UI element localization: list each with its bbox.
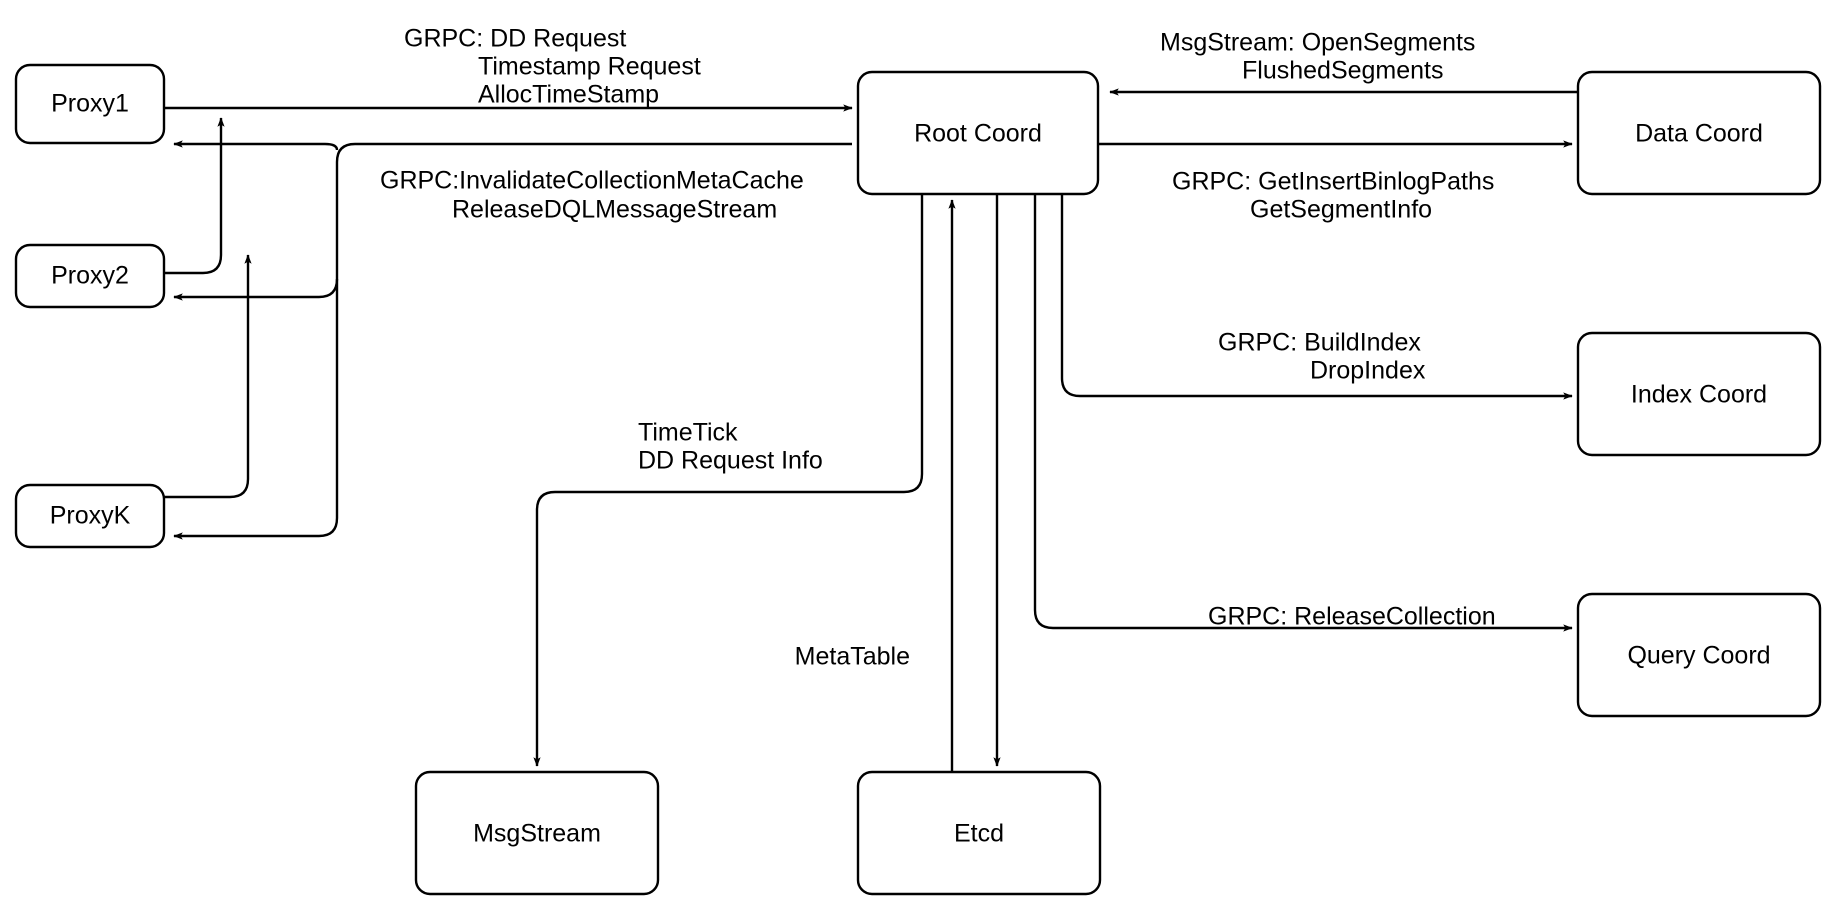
edge-label-line: GetSegmentInfo xyxy=(1250,196,1432,224)
edge-label-root-to-indexcoord: GRPC: BuildIndex DropIndex xyxy=(1218,329,1426,385)
proxyk-label: ProxyK xyxy=(50,502,131,530)
proxy2-box[interactable] xyxy=(14,243,166,309)
node-querycoord[interactable]: Query Coord xyxy=(1576,592,1822,718)
node-indexcoord[interactable]: Index Coord xyxy=(1576,331,1822,457)
datacoord-label: Data Coord xyxy=(1635,120,1763,148)
msgstream-label: MsgStream xyxy=(473,820,601,848)
proxy2-label: Proxy2 xyxy=(51,262,129,290)
node-proxy1[interactable]: Proxy1 xyxy=(14,63,166,145)
querycoord-label: Query Coord xyxy=(1627,642,1770,670)
node-layer: Proxy1 Proxy2 ProxyK Root Coord Data Coo… xyxy=(14,63,1822,896)
edge-rootcoord-to-msgstream xyxy=(533,194,924,767)
edge-label-line: GRPC: DD Request xyxy=(404,25,626,53)
msgstream-box[interactable] xyxy=(414,770,660,896)
node-datacoord[interactable]: Data Coord xyxy=(1576,70,1822,196)
edge-label-root-to-etcd: MetaTable xyxy=(795,643,910,671)
edge-label-line: Timestamp Request xyxy=(478,53,701,81)
node-rootcoord[interactable]: Root Coord xyxy=(856,70,1100,196)
edge-label-line: TimeTick xyxy=(638,419,738,447)
edge-label-line: AllocTimeStamp xyxy=(478,81,659,109)
proxyk-box[interactable] xyxy=(14,483,166,549)
edge-label-root-to-msgstream: TimeTick DD Request Info xyxy=(638,419,823,475)
etcd-box[interactable] xyxy=(856,770,1102,896)
edge-rootcoord-to-querycoord xyxy=(1033,194,1573,632)
querycoord-box[interactable] xyxy=(1576,592,1822,718)
proxy1-box[interactable] xyxy=(14,63,166,145)
edge-label-layer: GRPC: DD Request Timestamp Request Alloc… xyxy=(380,25,1496,671)
proxy1-label: Proxy1 xyxy=(51,90,129,118)
etcd-label: Etcd xyxy=(954,820,1004,848)
edge-label-line: DropIndex xyxy=(1310,357,1426,385)
edge-label-root-to-proxy: GRPC:InvalidateCollectionMetaCache Relea… xyxy=(380,167,804,224)
edge-label-line: GRPC: ReleaseCollection xyxy=(1208,603,1496,631)
indexcoord-label: Index Coord xyxy=(1631,381,1767,409)
edge-label-root-to-querycoord: GRPC: ReleaseCollection xyxy=(1208,603,1496,631)
indexcoord-box[interactable] xyxy=(1576,331,1822,457)
node-msgstream[interactable]: MsgStream xyxy=(414,770,660,896)
node-etcd[interactable]: Etcd xyxy=(856,770,1102,896)
edge-return-to-proxy1 xyxy=(173,140,339,151)
rootcoord-box[interactable] xyxy=(856,70,1100,196)
edge-label-line: ReleaseDQLMessageStream xyxy=(452,196,777,224)
edge-label-line: FlushedSegments xyxy=(1242,57,1444,85)
edge-label-line: MetaTable xyxy=(795,643,910,671)
edge-label-proxy-to-root: GRPC: DD Request Timestamp Request Alloc… xyxy=(404,25,701,109)
edge-label-root-to-datacoord: GRPC: GetInsertBinlogPaths GetSegmentInf… xyxy=(1172,168,1494,224)
edge-layer xyxy=(164,88,1578,772)
edge-label-line: DD Request Info xyxy=(638,447,823,475)
edge-proxy2-trunk xyxy=(164,117,225,275)
edge-label-line: MsgStream: OpenSegments xyxy=(1160,29,1475,57)
edge-rootcoord-return-bus xyxy=(200,142,852,538)
node-proxy2[interactable]: Proxy2 xyxy=(14,243,166,309)
edge-return-to-proxy2 xyxy=(173,278,339,301)
edge-label-line: GRPC: BuildIndex xyxy=(1218,329,1421,357)
edge-label-datacoord-to-root: MsgStream: OpenSegments FlushedSegments xyxy=(1160,29,1475,85)
edge-rootcoord-to-indexcoord xyxy=(1060,194,1573,400)
edge-label-line: GRPC:InvalidateCollectionMetaCache xyxy=(380,167,804,195)
rootcoord-label: Root Coord xyxy=(914,120,1042,148)
node-proxyk[interactable]: ProxyK xyxy=(14,483,166,549)
datacoord-box[interactable] xyxy=(1576,70,1822,196)
edge-proxyk-trunk xyxy=(164,254,252,499)
edge-label-line: GRPC: GetInsertBinlogPaths xyxy=(1172,168,1494,196)
